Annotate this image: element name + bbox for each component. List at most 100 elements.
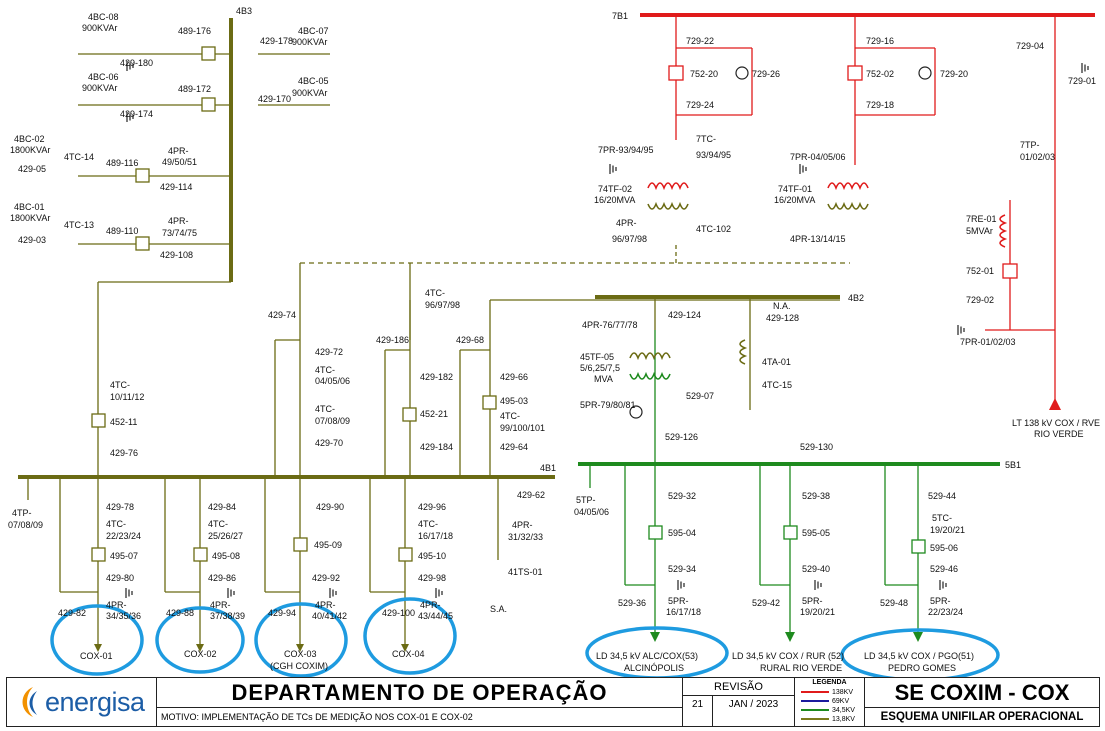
breaker-489-110[interactable] bbox=[135, 236, 150, 251]
pr-label: 4PR- bbox=[106, 600, 127, 610]
breaker-495-07[interactable] bbox=[91, 547, 106, 562]
switch-label: 429-86 bbox=[208, 573, 236, 583]
logo-text: energisa bbox=[45, 686, 145, 717]
title-block: energisa DEPARTAMENTO DE OPERAÇÃO MOTIVO… bbox=[6, 677, 1100, 727]
feeder-subname: RURAL RIO VERDE bbox=[760, 663, 842, 673]
switch-label: 429-94 bbox=[268, 608, 296, 618]
breaker-452-11[interactable] bbox=[91, 413, 106, 428]
breaker-752-20[interactable] bbox=[668, 65, 684, 81]
feeder-pgo: 529-44 5TC- 19/20/21 595-06 529-46 529-4… bbox=[864, 491, 974, 673]
capbank-name: 4BC-02 bbox=[14, 134, 45, 144]
transformer-label: 16/20MVA bbox=[774, 195, 815, 205]
switch-label: 429-178 bbox=[260, 36, 293, 46]
pr-label: 96/97/98 bbox=[612, 234, 647, 244]
motor-icon bbox=[629, 405, 643, 419]
switch-label: 429-170 bbox=[258, 94, 291, 104]
legend-item: 138KV bbox=[801, 688, 853, 696]
breaker-489-116[interactable] bbox=[135, 168, 150, 183]
pr-label: 4PR-76/77/78 bbox=[582, 320, 638, 330]
motor-icon bbox=[918, 66, 932, 80]
feeder-arrow bbox=[785, 632, 795, 642]
capbank-rating: 900KVAr bbox=[82, 23, 117, 33]
breaker-label: 595-05 bbox=[802, 528, 830, 538]
scheme-title: ESQUEMA UNIFILAR OPERACIONAL bbox=[880, 711, 1084, 723]
pr-label: 4PR- bbox=[420, 600, 441, 610]
pr-label: 31/32/33 bbox=[508, 532, 543, 542]
switch-label: 429-114 bbox=[160, 182, 192, 192]
transformer-label: 74TF-01 bbox=[778, 184, 812, 194]
line-138-arrow bbox=[1049, 398, 1061, 410]
switch-label: 729-01 bbox=[1068, 76, 1096, 86]
breaker-label: 595-06 bbox=[930, 543, 958, 553]
station-title: SE COXIM - COX bbox=[865, 678, 1099, 708]
switch-label: 429-05 bbox=[18, 164, 46, 174]
breaker-label: 495-03 bbox=[500, 396, 528, 406]
legend: LEGENDA 138KV 69KV 34,5KV 13,8KV bbox=[795, 678, 865, 726]
breaker-752-02[interactable] bbox=[847, 65, 863, 81]
highlight-ellipse-cox04 bbox=[363, 597, 457, 675]
breaker-label: 752-01 bbox=[966, 266, 994, 276]
switch-label: 729-24 bbox=[686, 100, 714, 110]
switch-label: 429-74 bbox=[268, 310, 296, 320]
feeder-subname: PEDRO GOMES bbox=[888, 663, 956, 673]
feeder-name: LD 34,5 kV COX / PGO(51) bbox=[864, 651, 974, 661]
ct-label: 4TC- bbox=[110, 380, 130, 390]
breaker-label: 452-21 bbox=[420, 409, 448, 419]
reactor-label: 5MVAr bbox=[966, 226, 993, 236]
breaker-495-10[interactable] bbox=[398, 547, 413, 562]
ct-label: 4TC- bbox=[315, 404, 335, 414]
pr-label: 7PR-93/94/95 bbox=[598, 145, 654, 155]
highlight-ellipse-cox02 bbox=[155, 606, 245, 674]
switch-label: 429-182 bbox=[420, 372, 453, 382]
feeder-cox04: 429-96 4TC- 16/17/18 495-10 429-98 429-1… bbox=[382, 502, 453, 659]
capbank-rating: 1800KVAr bbox=[10, 145, 50, 155]
switch-label: 729-16 bbox=[866, 36, 894, 46]
breaker-495-03[interactable] bbox=[482, 395, 497, 410]
switch-label: 429-96 bbox=[418, 502, 446, 512]
breaker-752-01[interactable] bbox=[1002, 263, 1018, 279]
breaker-495-09[interactable] bbox=[293, 537, 308, 552]
breaker-489-176[interactable] bbox=[201, 46, 216, 61]
switch-label: 529-130 bbox=[800, 442, 833, 452]
transformer-label: 45TF-05 bbox=[580, 352, 614, 362]
breaker-label: 495-10 bbox=[418, 551, 446, 561]
legend-item: 34,5KV bbox=[801, 706, 855, 714]
breaker-495-08[interactable] bbox=[193, 547, 208, 562]
breaker-595-06[interactable] bbox=[911, 539, 926, 554]
ct-label: 07/08/09 bbox=[315, 416, 350, 426]
breaker-label: 495-08 bbox=[212, 551, 240, 561]
breaker-label: 495-09 bbox=[314, 540, 342, 550]
breaker-label: 489-176 bbox=[178, 26, 211, 36]
pr-label: 4PR- bbox=[616, 218, 637, 228]
switch-label: 529-126 bbox=[665, 432, 698, 442]
pr-label: 19/20/21 bbox=[800, 607, 835, 617]
switch-label: 529-38 bbox=[802, 491, 830, 501]
tp-label: 4TP- bbox=[12, 508, 32, 518]
breaker-452-21[interactable] bbox=[402, 407, 417, 422]
pr-label: 37/38/39 bbox=[210, 611, 245, 621]
pr-label: 4PR- bbox=[168, 216, 189, 226]
switch-label: 729-20 bbox=[940, 69, 968, 79]
breaker-489-172[interactable] bbox=[201, 97, 216, 112]
switch-label: 529-36 bbox=[618, 598, 646, 608]
ct-label: 93/94/95 bbox=[696, 150, 731, 160]
sa-label: S.A. bbox=[490, 604, 507, 614]
breaker-595-04[interactable] bbox=[648, 525, 663, 540]
ct-label: 4TC- bbox=[315, 365, 335, 375]
pr-label: 5PR- bbox=[930, 596, 951, 606]
capbank-rating: 900KVAr bbox=[292, 37, 327, 47]
pr-label: 5PR- bbox=[668, 596, 689, 606]
feeder-cox02: 429-84 4TC- 25/26/27 495-08 429-86 429-8… bbox=[166, 502, 245, 659]
switch-label: 729-22 bbox=[686, 36, 714, 46]
feeder-name: COX-03 bbox=[284, 649, 317, 659]
ct-label: 4TC- bbox=[208, 519, 228, 529]
feeder-cox03: 429-90 495-09 429-92 429-94 4PR- 40/41/4… bbox=[268, 502, 347, 671]
feeder-subname: (CGH COXIM) bbox=[270, 661, 328, 671]
switch-label: 429-82 bbox=[58, 608, 86, 618]
switch-label: 429-66 bbox=[500, 372, 528, 382]
revision-header: REVISÃO bbox=[683, 678, 795, 696]
motivo-text: MOTIVO: IMPLEMENTAÇÃO DE TCs DE MEDIÇÃO … bbox=[157, 708, 683, 726]
breaker-595-05[interactable] bbox=[783, 525, 798, 540]
switch-label: 729-02 bbox=[966, 295, 994, 305]
